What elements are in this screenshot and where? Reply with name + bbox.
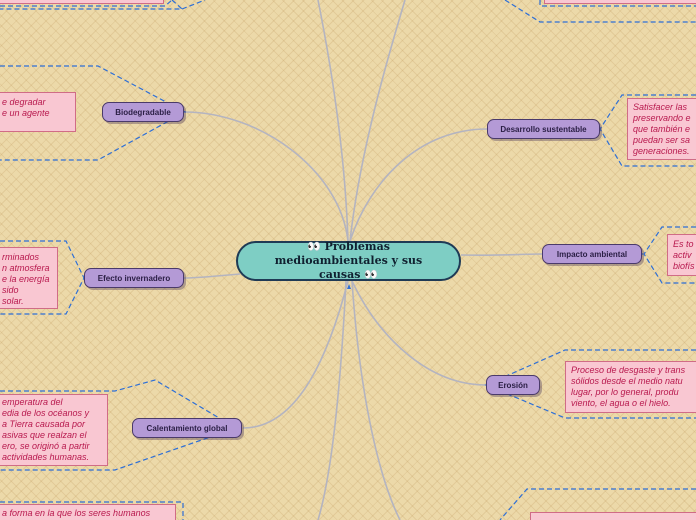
connector-top-right: [349, 0, 406, 242]
topic-impacto-ambiental[interactable]: Impacto ambiental: [542, 244, 642, 264]
connector-biodegradable: [183, 111, 349, 242]
topic-biodegradable[interactable]: Biodegradable: [102, 102, 184, 122]
note-efecto-invernadero: rminados n atmosfera e la energía sido s…: [0, 247, 58, 309]
topic-calentamiento-global[interactable]: Calentamiento global: [132, 418, 242, 438]
note-desarrollo-sustentable: Satisfacer las preservando e que también…: [627, 98, 696, 160]
central-topic-title: Problemas medioambientales y sus causas: [274, 240, 423, 281]
dashed-group-bottom-right: [499, 488, 696, 520]
note-impacto-ambiental: Es to activ biofís: [667, 234, 696, 276]
eyes-icon: 👀: [307, 240, 321, 253]
connector-efecto-invernadero: [183, 273, 241, 279]
topic-efecto-invernadero[interactable]: Efecto invernadero: [84, 268, 184, 288]
note-erosion: Proceso de desgaste y trans sólidos desd…: [565, 361, 696, 413]
arrow-icon: [347, 284, 351, 289]
connector-bottom-left: [317, 280, 347, 520]
dashed-group-top-right: [504, 0, 696, 23]
note-top-right: [544, 0, 696, 4]
note-biodegradable: e degradar e un agente: [0, 92, 76, 132]
dashed-group-bottom-left: [0, 501, 184, 520]
dashed-group-biodegradable: [0, 65, 187, 161]
connector-top-left: [317, 0, 349, 242]
eyes-icon: 👀: [364, 268, 378, 281]
note-top-left: [0, 0, 164, 4]
connector-desarrollo-sustentable: [349, 128, 488, 242]
connector-impacto-ambiental: [460, 253, 543, 257]
topic-desarrollo-sustentable[interactable]: Desarrollo sustentable: [487, 119, 600, 139]
note-calentamiento-global: emperatura del edia de los océanos y a T…: [0, 394, 108, 466]
note-bottom-right: [530, 512, 696, 520]
connector-bottom-right: [351, 280, 401, 520]
dashed-group-calentamiento-global: [0, 379, 238, 471]
dashed-group-top-left: [0, 0, 206, 10]
note-bottom-left: a forma en la que los seres humanos: [0, 504, 176, 520]
central-topic-label: 👀 Problemas medioambientales y sus causa…: [256, 240, 441, 282]
topic-erosion[interactable]: Erosión: [486, 375, 540, 395]
central-topic[interactable]: 👀 Problemas medioambientales y sus causa…: [236, 240, 461, 282]
connector-erosion: [351, 280, 487, 386]
connector-calentamiento-global: [242, 280, 349, 429]
